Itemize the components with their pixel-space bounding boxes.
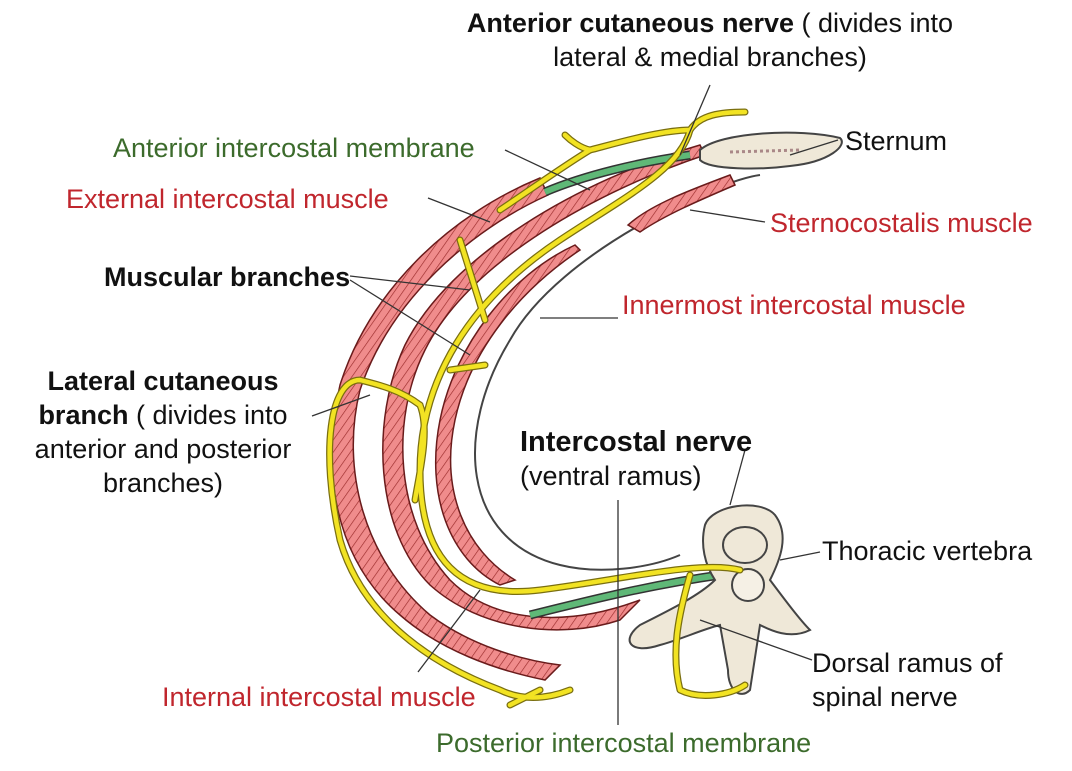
label-muscular-branches: Muscular branches: [104, 260, 350, 294]
label-sternum: Sternum: [845, 124, 947, 158]
label-anterior-cutaneous-nerve-bold: Anterior cutaneous nerve: [467, 8, 794, 38]
label-thoracic-vertebra: Thoracic vertebra: [822, 534, 1032, 568]
label-intercostal-nerve-sub: (ventral ramus): [520, 461, 702, 491]
label-anterior-cutaneous-nerve-rest: ( divides into: [794, 8, 953, 38]
spinal-cord: [732, 569, 764, 601]
label-dorsal-ramus-line1: Dorsal ramus of: [812, 648, 1003, 678]
label-lateral-cutaneous-line2-rest: ( divides into: [128, 400, 287, 430]
label-intercostal-nerve-bold: Intercostal nerve: [520, 426, 752, 458]
vertebra-shape: [630, 505, 810, 694]
label-internal-intercostal-muscle: Internal intercostal muscle: [162, 680, 476, 714]
label-dorsal-ramus: Dorsal ramus of spinal nerve: [812, 646, 1003, 714]
label-posterior-intercostal-membrane: Posterior intercostal membrane: [436, 726, 811, 760]
label-lateral-cutaneous-line3: anterior and posterior: [35, 434, 292, 464]
label-anterior-cutaneous-nerve-line2: lateral & medial branches): [553, 42, 867, 72]
label-intercostal-nerve: Intercostal nerve (ventral ramus): [520, 425, 752, 493]
label-external-intercostal-muscle: External intercostal muscle: [66, 182, 389, 216]
label-lateral-cutaneous-line2-bold: branch: [38, 400, 128, 430]
label-anterior-cutaneous-nerve: Anterior cutaneous nerve ( divides into …: [440, 6, 980, 74]
label-anterior-intercostal-membrane: Anterior intercostal membrane: [113, 131, 475, 165]
vertebral-body: [723, 527, 767, 563]
label-dorsal-ramus-line2: spinal nerve: [812, 682, 958, 712]
label-sternocostalis-muscle: Sternocostalis muscle: [770, 206, 1033, 240]
label-lateral-cutaneous-line1: Lateral cutaneous: [47, 366, 278, 396]
label-innermost-intercostal-muscle: Innermost intercostal muscle: [622, 288, 966, 322]
label-lateral-cutaneous-line4: branches): [103, 468, 223, 498]
label-lateral-cutaneous-branch: Lateral cutaneous branch ( divides into …: [10, 364, 316, 500]
sternum-shape: [700, 133, 842, 169]
